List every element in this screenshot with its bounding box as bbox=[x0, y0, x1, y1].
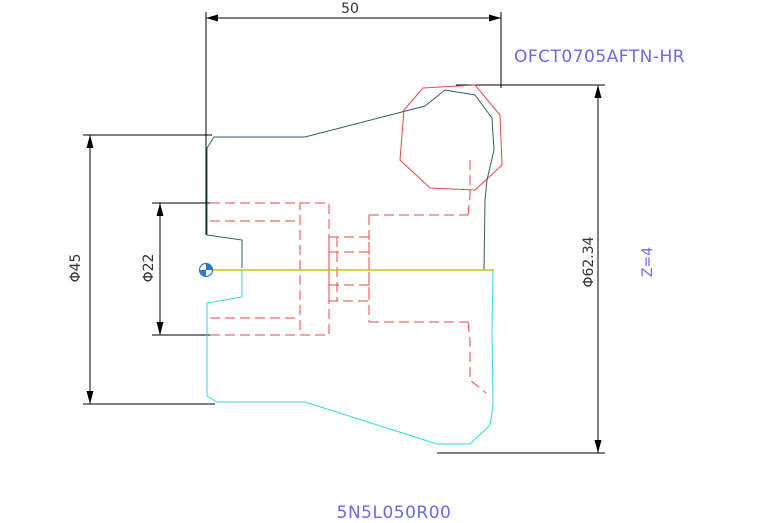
part-code-label: 5N5L050R00 bbox=[337, 503, 452, 523]
dimension-lines bbox=[83, 12, 605, 454]
body-outline-lower bbox=[206, 269, 494, 445]
origin-marker-icon bbox=[198, 262, 214, 278]
hidden-geometry bbox=[210, 84, 503, 394]
dimension-left-label: Φ45 bbox=[68, 254, 84, 283]
dimension-right-label: Φ62.34 bbox=[581, 236, 597, 287]
teeth-count-label: Z=4 bbox=[640, 247, 656, 277]
body-outline-upper bbox=[206, 89, 495, 271]
dimension-top-label: 50 bbox=[341, 1, 359, 17]
arrowheads bbox=[86, 14, 602, 453]
dimension-inner-label: Φ22 bbox=[141, 254, 157, 283]
insert-code-label: OFCT0705AFTN-HR bbox=[514, 47, 685, 67]
